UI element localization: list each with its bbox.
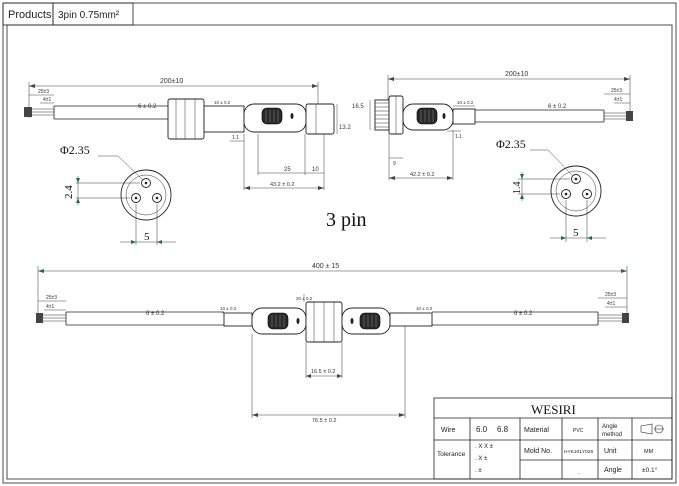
assembly: 400 ± 15 25±3 4±1 6 ± 0.2 10 ± 0.2 20 ± … — [36, 263, 629, 424]
left-dim-total: 43.2 ± 0.2 — [270, 182, 294, 188]
left-overall-dim: 200±10 — [160, 78, 183, 85]
unit-label: Unit — [604, 448, 617, 455]
left-face-vert: 2.4 — [63, 185, 75, 199]
assembly-small-right: 10 ± 0.2 — [416, 306, 433, 311]
tol-3: . ± — [475, 468, 482, 474]
left-face-dia: Φ2.35 — [60, 143, 90, 157]
assembly-strip-outer-left: 25±3 — [46, 295, 57, 301]
unit-value: MM — [644, 449, 654, 455]
connector-left: 200±10 25±3 4±1 6 ± 0.2 10 ± 0.2 — [24, 78, 351, 190]
left-face-horiz: 5 — [144, 231, 150, 243]
angle-method-label-1: Angle — [602, 424, 618, 430]
right-cable-dia: 6 ± 0.2 — [548, 104, 567, 110]
assembly-strip-inner-right: 4±1 — [607, 301, 616, 307]
angle-value: ±0.1° — [642, 466, 658, 474]
assembly-total-len: 76.5 ± 0.2 — [312, 418, 336, 424]
tolerance-label: Tolerance — [437, 451, 466, 458]
pin-count-label: 3 pin — [326, 209, 367, 231]
right-dim-9: 9 — [393, 161, 396, 167]
mold-label: Mold No. — [524, 448, 552, 455]
assembly-strip-outer-right: 25±3 — [605, 292, 616, 298]
brand-name: WESIRI — [531, 402, 576, 417]
wire-val-1: 6.0 — [476, 425, 488, 434]
material-label: Material — [524, 427, 549, 434]
left-dim-25: 25 — [284, 167, 291, 173]
mold-value: HYK101Y029 — [564, 449, 593, 455]
angle-label: Angle — [604, 467, 622, 474]
drawing-frame — [6, 24, 673, 480]
left-cable-small: 10 ± 0.2 — [214, 100, 231, 105]
title-block: WESIRI Wire 6.0 6.8 Material PVC Angle m… — [433, 397, 673, 480]
wire-val-2: 6.8 — [497, 425, 509, 434]
header: Products 3pin 0.75mm² — [2, 2, 134, 26]
right-face-vert: 1.4 — [512, 182, 523, 195]
assembly-cable-left: 6 ± 0.2 — [146, 311, 165, 317]
angle-method-label-2: method — [602, 432, 622, 438]
connector-right: 200±10 16.5 10 ± 0.2 6 ± 0.2 — [352, 71, 633, 180]
products-value-cell — [52, 2, 134, 26]
right-strip-inner: 4±1 — [614, 97, 623, 103]
right-dim-total: 42.2 ± 0.2 — [410, 172, 434, 178]
left-strip-outer: 25±3 — [38, 89, 49, 95]
wire-label: Wire — [441, 427, 455, 434]
left-cable-dia: 6 ± 0.2 — [138, 104, 157, 110]
products-label: Products — [8, 9, 52, 21]
assembly-small-left: 10 ± 0.2 — [220, 306, 237, 311]
right-overall-dim: 200±10 — [505, 71, 528, 78]
tol-1: . X X ± — [475, 444, 494, 450]
right-thread-dia: 16.5 — [352, 104, 364, 110]
tol-2: . X ± — [475, 456, 488, 462]
left-strip-inner: 4±1 — [43, 97, 52, 103]
right-strip-outer: 25±3 — [611, 88, 622, 94]
face-view-left: Φ2.35 2.4 5 — [60, 143, 176, 245]
assembly-strip-inner-left: 4±1 — [46, 304, 55, 310]
left-body-dia: 13.2 — [339, 125, 351, 131]
left-dim-1-1: 1.1 — [232, 135, 239, 141]
assembly-nut-dia: 20 ± 0.2 — [296, 296, 313, 301]
material-value: PVC — [573, 428, 584, 434]
face-view-right: Φ2.35 1.4 5 — [496, 137, 606, 242]
assembly-cable-right: 6 ± 0.2 — [514, 311, 533, 317]
projection-symbol-icon — [640, 423, 664, 435]
assembly-nut-len: 16.5 ± 0.2 — [311, 369, 335, 375]
right-cable-small: 10 ± 0.2 — [457, 100, 474, 105]
dot-mark: . — [578, 469, 580, 476]
right-face-horiz: 5 — [573, 227, 579, 239]
assembly-overall-dim: 400 ± 15 — [312, 263, 339, 270]
right-dim-1-1: 1.1 — [455, 134, 462, 140]
left-dim-10: 10 — [312, 167, 319, 173]
products-value: 3pin 0.75mm² — [58, 10, 120, 21]
right-face-dia: Φ2.35 — [496, 137, 526, 151]
